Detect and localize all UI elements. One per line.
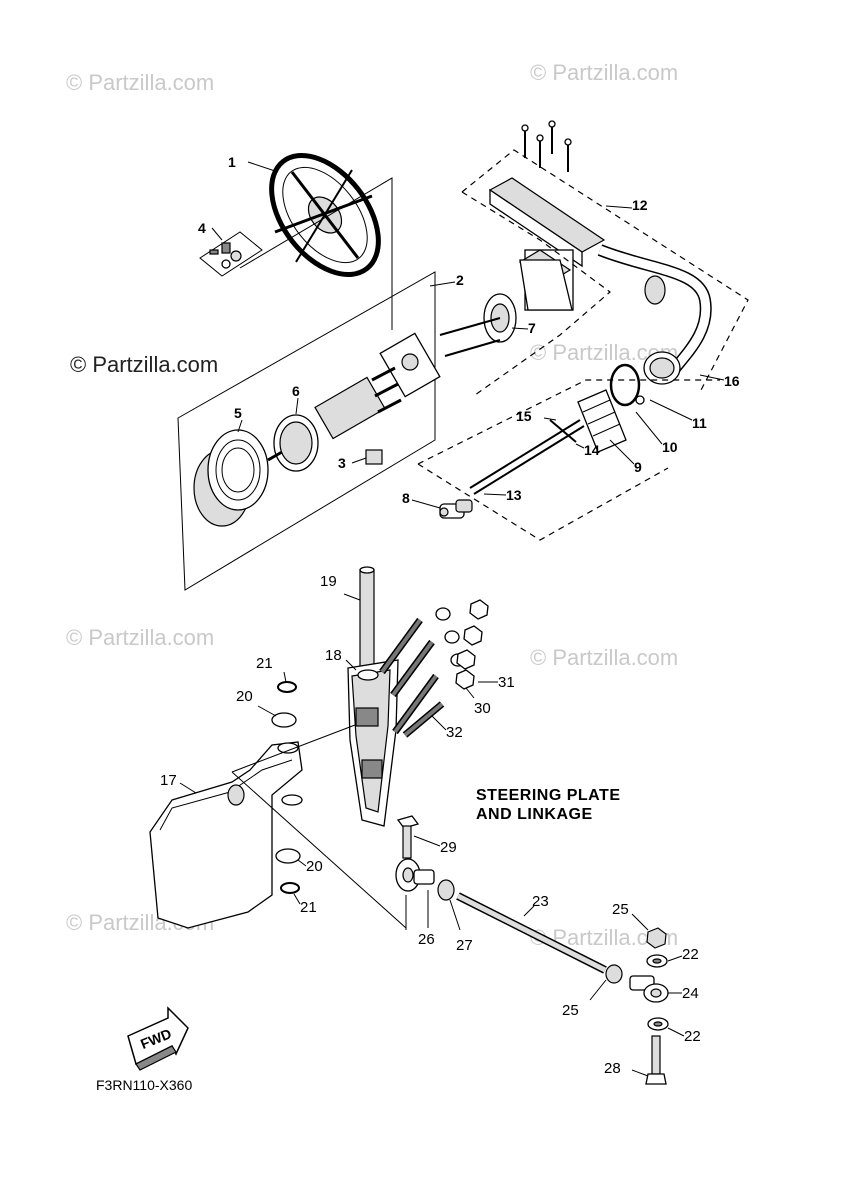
callout-25a: 25: [612, 901, 629, 918]
nuts: [455, 599, 489, 690]
callout-29: 29: [440, 839, 457, 856]
callout-31: 31: [498, 674, 515, 691]
steering-column-housing: [193, 429, 269, 527]
diagram-title-line1: STEERING PLATE: [476, 787, 621, 804]
hose: [597, 244, 712, 385]
callout-15: 15: [516, 408, 532, 424]
hose-clamp: [609, 363, 645, 407]
hub-cap-parts: [199, 231, 263, 277]
callout-20b: 20: [306, 858, 323, 875]
steering-arm: [347, 659, 399, 827]
fwd-arrow-icon: FWD: [127, 1006, 189, 1071]
rod-end: [395, 858, 435, 892]
callout-24: 24: [682, 985, 699, 1002]
callout-30: 30: [474, 700, 491, 717]
watermark: © Partzilla.com: [530, 60, 678, 85]
callout-12: 12: [632, 197, 648, 213]
callout-32: 32: [446, 724, 463, 741]
callout-21b: 21: [300, 899, 317, 916]
callout-22a: 22: [682, 946, 699, 963]
diagram-code: F3RN110-X360: [96, 1077, 192, 1093]
tie-rod: [456, 892, 607, 974]
steering-plate: [149, 741, 303, 929]
studs: [379, 617, 445, 738]
callout-21a: 21: [256, 655, 273, 672]
tie-rod-nut: [605, 964, 623, 984]
column-shaft-assembly: [267, 332, 441, 462]
callout-9: 9: [634, 459, 642, 475]
callout-17: 17: [160, 772, 177, 789]
callout-3: 3: [338, 455, 346, 471]
callout-1: 1: [228, 154, 236, 170]
watermark: © Partzilla.com: [66, 625, 214, 650]
callout-27: 27: [456, 937, 473, 954]
callout-7: 7: [528, 320, 536, 336]
steering-shaft: [359, 566, 375, 681]
callout-28: 28: [604, 1060, 621, 1077]
column-bracket: [439, 259, 573, 357]
callout-26: 26: [418, 931, 435, 948]
spacer-block: [365, 449, 383, 465]
collar: [273, 414, 319, 472]
cable-boot: [577, 389, 627, 453]
callout-19: 19: [320, 573, 337, 590]
steering-wheel: [269, 153, 381, 277]
diagram-title-line2: AND LINKAGE: [476, 806, 593, 823]
ball-joint-nut: [646, 927, 667, 949]
lower-bushings: [275, 848, 301, 894]
callout-25b: 25: [562, 1002, 579, 1019]
mounting-bolts: [521, 120, 572, 172]
watermark: © Partzilla.com: [66, 70, 214, 95]
upper-bushings: [271, 681, 297, 728]
callout-23: 23: [532, 893, 549, 910]
cable-end-joint: [439, 499, 473, 519]
callout-16: 16: [724, 373, 740, 389]
callout-14: 14: [584, 442, 600, 458]
callout-20a: 20: [236, 688, 253, 705]
callout-2: 2: [456, 272, 464, 288]
steering-cable: [469, 419, 585, 495]
callout-22b: 22: [684, 1028, 701, 1045]
rod-nut: [437, 879, 455, 901]
callout-11: 11: [692, 415, 707, 431]
pivot-bolt: [396, 815, 420, 859]
callout-8: 8: [402, 490, 410, 506]
watermark: © Partzilla.com: [70, 352, 218, 377]
callout-10: 10: [662, 439, 678, 455]
callout-6: 6: [292, 383, 300, 399]
callout-5: 5: [234, 405, 242, 421]
callout-4: 4: [198, 220, 206, 236]
watermark: © Partzilla.com: [530, 645, 678, 670]
ball-joint: [629, 975, 669, 1003]
ball-joint-bolt: [645, 1035, 667, 1085]
callout-13: 13: [506, 487, 522, 503]
callout-18: 18: [325, 647, 342, 664]
ball-joint-washers: [646, 954, 669, 1031]
